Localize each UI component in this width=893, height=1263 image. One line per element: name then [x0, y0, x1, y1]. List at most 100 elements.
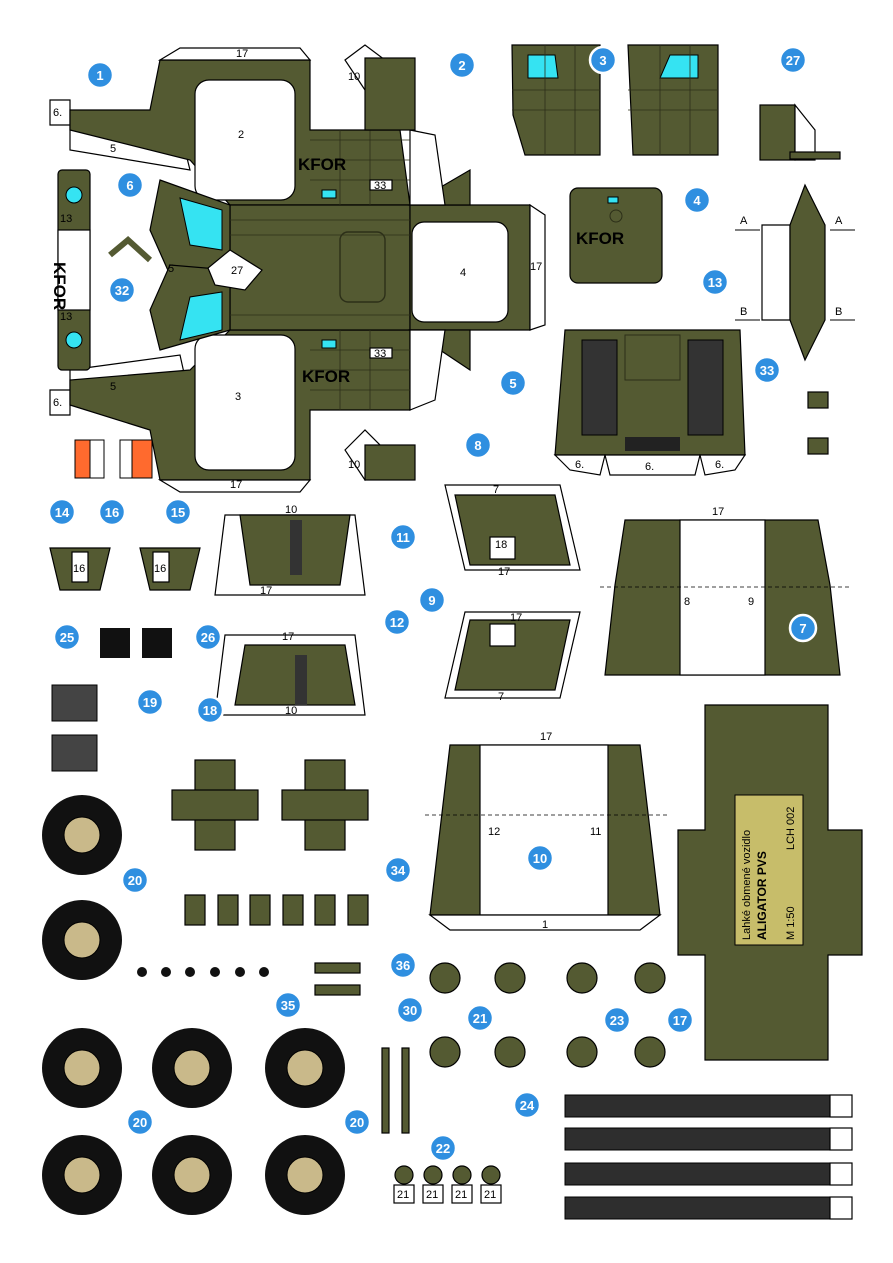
part-rear-door: KFOR — [569, 187, 663, 284]
part-8-9: 18 7 17 17 7 — [444, 484, 581, 703]
callout-number-25: 25 — [60, 630, 74, 645]
part-14-15: 16 16 — [49, 547, 201, 591]
callout-bubble-10 — [525, 843, 555, 873]
callout-number-14: 14 — [55, 505, 70, 520]
label-16-a: 16 — [73, 563, 85, 575]
callout-bubble-6 — [115, 170, 145, 200]
label-27-center: 27 — [231, 265, 243, 277]
callout-number-11: 11 — [396, 530, 410, 545]
part-door-left — [511, 44, 601, 156]
label-5-mid: 5 — [168, 263, 174, 275]
label-4-window: 4 — [460, 267, 466, 279]
callout-bubble-17 — [665, 1005, 695, 1035]
part-door-right — [627, 44, 719, 156]
label-6-hood-c: 6. — [715, 459, 724, 471]
label-21-b: 21 — [426, 1189, 438, 1201]
part-20-tires — [42, 795, 345, 1215]
marking-kfor-upper: KFOR — [298, 155, 346, 174]
sheet-code: LCH 002 — [785, 807, 797, 850]
callout-bubble-27 — [778, 45, 808, 75]
fold-b-left: B — [740, 306, 747, 318]
callout-number-5: 5 — [509, 376, 516, 391]
callout-number-19: 19 — [143, 695, 157, 710]
label-6-lower: 6. — [53, 397, 62, 409]
label-21-a: 21 — [397, 1189, 409, 1201]
callout-bubble-20 — [342, 1107, 372, 1137]
label-6-upper: 6. — [53, 107, 62, 119]
callout-number-13: 13 — [708, 275, 722, 290]
marking-kfor-lower: KFOR — [302, 367, 350, 386]
callout-bubble-14 — [47, 497, 77, 527]
callout-bubble-12 — [382, 607, 412, 637]
callout-number-21: 21 — [473, 1011, 487, 1026]
callout-number-9: 9 — [428, 593, 435, 608]
callout-bubble-35 — [273, 990, 303, 1020]
part-13-fold: A A B B — [735, 183, 855, 362]
label-17-p11: 17 — [260, 585, 272, 597]
callout-number-27: 27 — [786, 53, 800, 68]
label-1-p10: 1 — [542, 919, 548, 931]
label-10-p11: 10 — [285, 504, 297, 516]
part-33-tiny — [807, 391, 829, 455]
label-17-bottom: 17 — [230, 479, 242, 491]
label-10-p12: 10 — [285, 705, 297, 717]
sheet-scale: M 1:50 — [785, 906, 797, 940]
label-18-p8: 18 — [495, 539, 507, 551]
part-7-panel: 17 8 9 — [600, 506, 850, 676]
sheet-title-line2: ALIGATOR PVS — [755, 851, 769, 940]
callout-bubble-22 — [428, 1133, 458, 1163]
part-27-mirror — [759, 103, 841, 161]
callout-number-2: 2 — [458, 58, 465, 73]
fold-a-left: A — [740, 215, 748, 227]
label-9-p7: 9 — [748, 596, 754, 608]
part-21-hubs — [429, 962, 526, 1068]
callout-number-18: 18 — [203, 703, 217, 718]
part-hood: 6. 6. 6. — [553, 329, 747, 476]
callout-bubble-20 — [120, 865, 150, 895]
part-24-tracks — [564, 1094, 853, 1220]
callout-number-15: 15 — [171, 505, 185, 520]
callout-bubble-1 — [85, 60, 115, 90]
part-16-lights — [74, 439, 153, 479]
callout-number-6: 6 — [126, 178, 133, 193]
callout-bubble-13 — [700, 267, 730, 297]
label-5-lower: 5 — [110, 381, 116, 393]
callout-number-4: 4 — [693, 193, 701, 208]
callout-bubble-15 — [163, 497, 193, 527]
callout-number-16: 16 — [105, 505, 119, 520]
fold-b-right: B — [835, 306, 842, 318]
part-23-hubs — [566, 962, 666, 1068]
label-17-p9: 17 — [510, 612, 522, 624]
label-7-p9: 7 — [498, 691, 504, 703]
label-33-lower: 33 — [374, 348, 386, 360]
callout-bubble-26 — [193, 622, 223, 652]
label-17-p10: 17 — [540, 731, 552, 743]
callout-number-20: 20 — [133, 1115, 147, 1130]
label-6-hood-b: 6. — [645, 461, 654, 473]
callout-number-24: 24 — [520, 1098, 535, 1113]
label-17-p7: 17 — [712, 506, 724, 518]
callout-bubble-4 — [682, 185, 712, 215]
callout-bubble-33 — [752, 355, 782, 385]
callout-number-20: 20 — [350, 1115, 364, 1130]
part-11-12: 10 17 17 10 — [214, 504, 366, 717]
callout-number-33: 33 — [760, 363, 774, 378]
part-lights-strip: KFOR 13 13 — [50, 169, 91, 371]
label-16-b: 16 — [154, 563, 166, 575]
callout-number-34: 34 — [391, 863, 406, 878]
callout-number-30: 30 — [403, 1003, 417, 1018]
label-10-small-bot: 10 — [348, 459, 360, 471]
marking-kfor-strip: KFOR — [50, 262, 69, 310]
callout-number-17: 17 — [673, 1013, 687, 1028]
callout-bubble-30 — [395, 995, 425, 1025]
callout-number-7: 7 — [799, 621, 806, 636]
label-2-window: 2 — [238, 129, 244, 141]
callout-number-23: 23 — [610, 1013, 624, 1028]
label-33-upper: 33 — [374, 180, 386, 192]
marking-kfor-door: KFOR — [576, 229, 624, 248]
callout-bubble-5 — [498, 368, 528, 398]
label-17-right: 17 — [530, 261, 542, 273]
callout-number-8: 8 — [474, 438, 481, 453]
callout-bubble-21 — [465, 1003, 495, 1033]
